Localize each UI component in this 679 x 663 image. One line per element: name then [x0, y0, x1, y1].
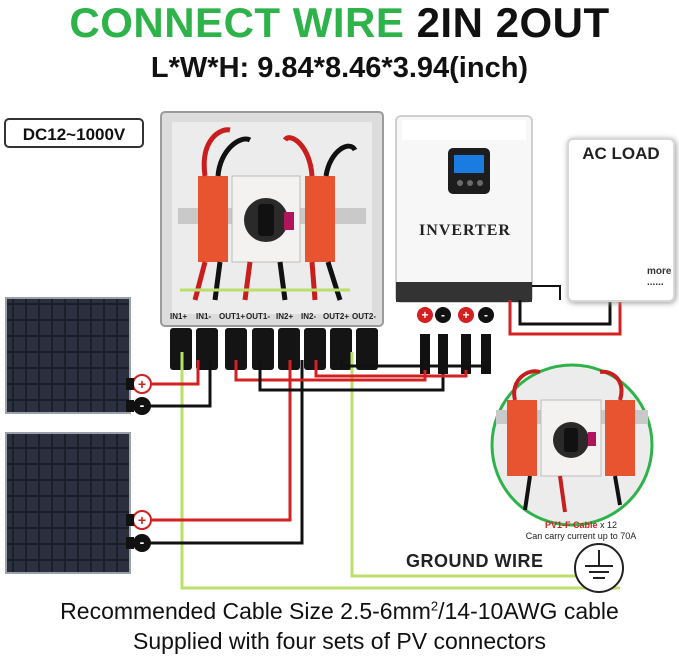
page-title: CONNECT WIRE 2IN 2OUT: [0, 0, 679, 46]
connectors-note: Supplied with four sets of PV connectors: [133, 628, 546, 654]
svg-text:+: +: [421, 308, 428, 322]
dimensions-label: L*W*H: 9.84*8.46*3.94(inch): [150, 52, 529, 84]
terminal-label: OUT1-: [246, 312, 270, 321]
cable-note: Can carry current up to 70A: [525, 531, 637, 541]
title-black: 2IN 2OUT: [416, 0, 610, 46]
cable-size-pre: Recommended Cable Size 2.5-6mm: [60, 598, 431, 624]
minus-icon: [435, 307, 451, 323]
ac-load-panel: AC LOAD more ......: [567, 138, 675, 302]
svg-text:-: -: [140, 534, 145, 550]
minus-icon: [478, 307, 494, 323]
svg-text:-: -: [140, 397, 145, 413]
ground-wire-label: GROUND WIRE: [406, 551, 544, 571]
cable-size-post: /14-10AWG cable: [438, 598, 619, 624]
cable-name: PV1-F Cable: [544, 520, 598, 530]
inverter-label: INVERTER: [419, 222, 511, 239]
ac-more-text: more: [647, 266, 672, 277]
terminal-label: OUT1+: [219, 312, 246, 321]
cable-count: x 12: [600, 520, 618, 530]
solar-panel-2: [5, 432, 131, 574]
cable-spec: PV1-F Cable x 12 Can carry current up to…: [506, 520, 656, 542]
surge-protector-right: [305, 176, 335, 262]
voltage-badge: DC12~1000V: [4, 118, 144, 148]
surge-protector-left: [198, 176, 228, 262]
inset-zoom: [490, 363, 654, 527]
cable-size-sup: 2: [430, 598, 439, 614]
ac-load-title: AC LOAD: [582, 144, 660, 163]
terminal-label: IN2+: [276, 312, 294, 321]
ground-icon: [574, 543, 624, 593]
svg-text:-: -: [484, 308, 488, 322]
ac-more-dots: ......: [647, 277, 664, 288]
terminal-label: OUT2+: [323, 312, 350, 321]
terminal-label: IN1+: [170, 312, 188, 321]
panel-polarity-icons: + - + -: [126, 374, 152, 552]
inverter-terminals: + - + -: [417, 307, 494, 374]
plus-icon: [417, 307, 433, 323]
cable-size-note: Recommended Cable Size 2.5-6mm2/14-10AWG…: [0, 598, 679, 625]
solar-panel-1: [5, 297, 131, 414]
title-green: CONNECT WIRE: [69, 0, 405, 46]
svg-text:+: +: [138, 512, 146, 528]
combiner-box: [160, 111, 384, 370]
plus-icon: [458, 307, 474, 323]
wiring: [142, 285, 622, 590]
terminal-label: IN2-: [301, 312, 317, 321]
inverter: [395, 115, 533, 303]
terminal-label: IN1-: [196, 312, 212, 321]
svg-text:+: +: [138, 376, 146, 392]
svg-text:-: -: [441, 308, 445, 322]
minus-icon: [133, 534, 151, 552]
terminal-label: OUT2-: [352, 312, 376, 321]
ac-more-label: more ......: [647, 266, 671, 288]
svg-text:+: +: [462, 308, 469, 322]
minus-icon: [133, 397, 151, 415]
